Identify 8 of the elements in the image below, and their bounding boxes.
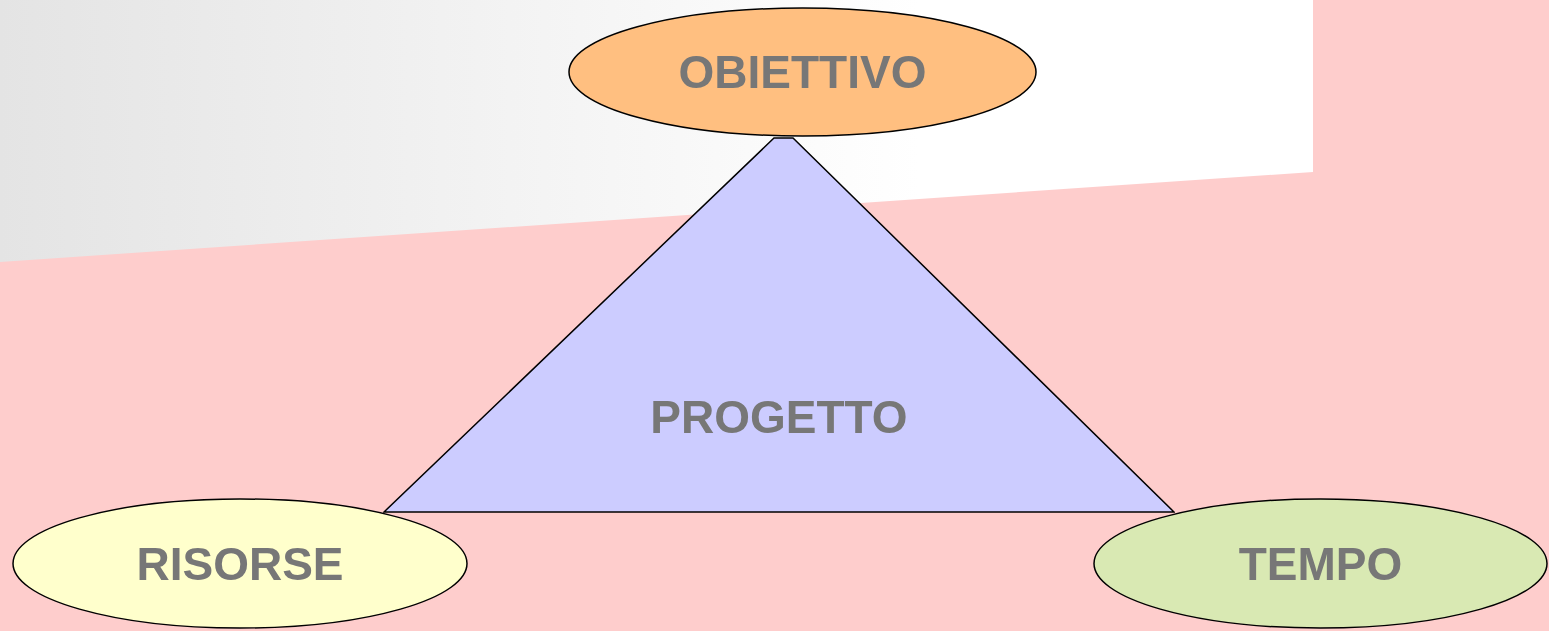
- node-label: RISORSE: [136, 540, 344, 587]
- ellipse-shape: [1093, 498, 1548, 629]
- node-label: TEMPO: [1238, 540, 1403, 587]
- ellipse-shape: [568, 7, 1037, 137]
- triangle-shape: [383, 137, 1175, 513]
- node-label: OBIETTIVO: [678, 49, 927, 95]
- node-label: PROGETTO: [650, 394, 908, 440]
- ellipse-shape: [12, 498, 468, 629]
